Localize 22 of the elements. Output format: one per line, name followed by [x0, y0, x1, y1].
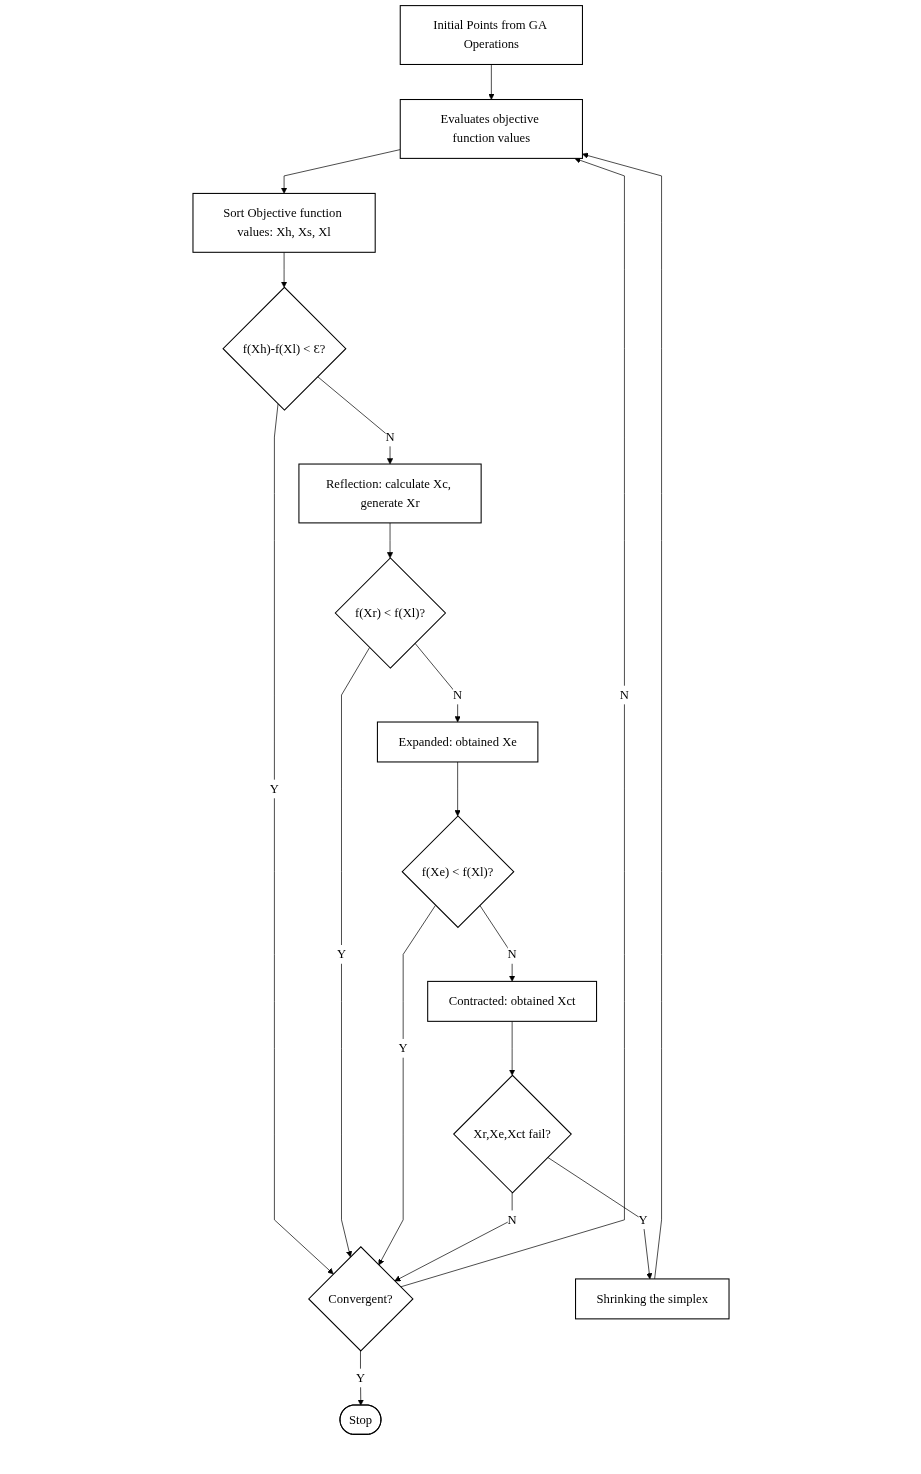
node-box: [297, 463, 482, 524]
edge-label: N: [384, 429, 395, 444]
edge-label: Y: [355, 1370, 365, 1385]
edge-label: N: [452, 687, 462, 702]
node-box: [191, 192, 376, 253]
edge-label: Y: [269, 781, 279, 796]
node-diamond: [401, 815, 514, 929]
edge-label: N: [619, 687, 629, 702]
node-diamond: [452, 1074, 572, 1194]
edge-label: Y: [398, 1040, 408, 1055]
node-box: [399, 5, 583, 65]
edge-label: N: [507, 1212, 517, 1227]
node-box: [426, 980, 597, 1022]
edge-label: Y: [637, 1212, 648, 1227]
node-box: [574, 1278, 730, 1320]
node-box: [399, 99, 583, 159]
edge-label: Y: [336, 947, 346, 962]
edge-label: N: [507, 947, 517, 962]
node-diamond: [307, 1246, 414, 1352]
node-diamond: [334, 557, 446, 669]
node-box: [376, 721, 538, 763]
node-diamond: [221, 286, 347, 411]
